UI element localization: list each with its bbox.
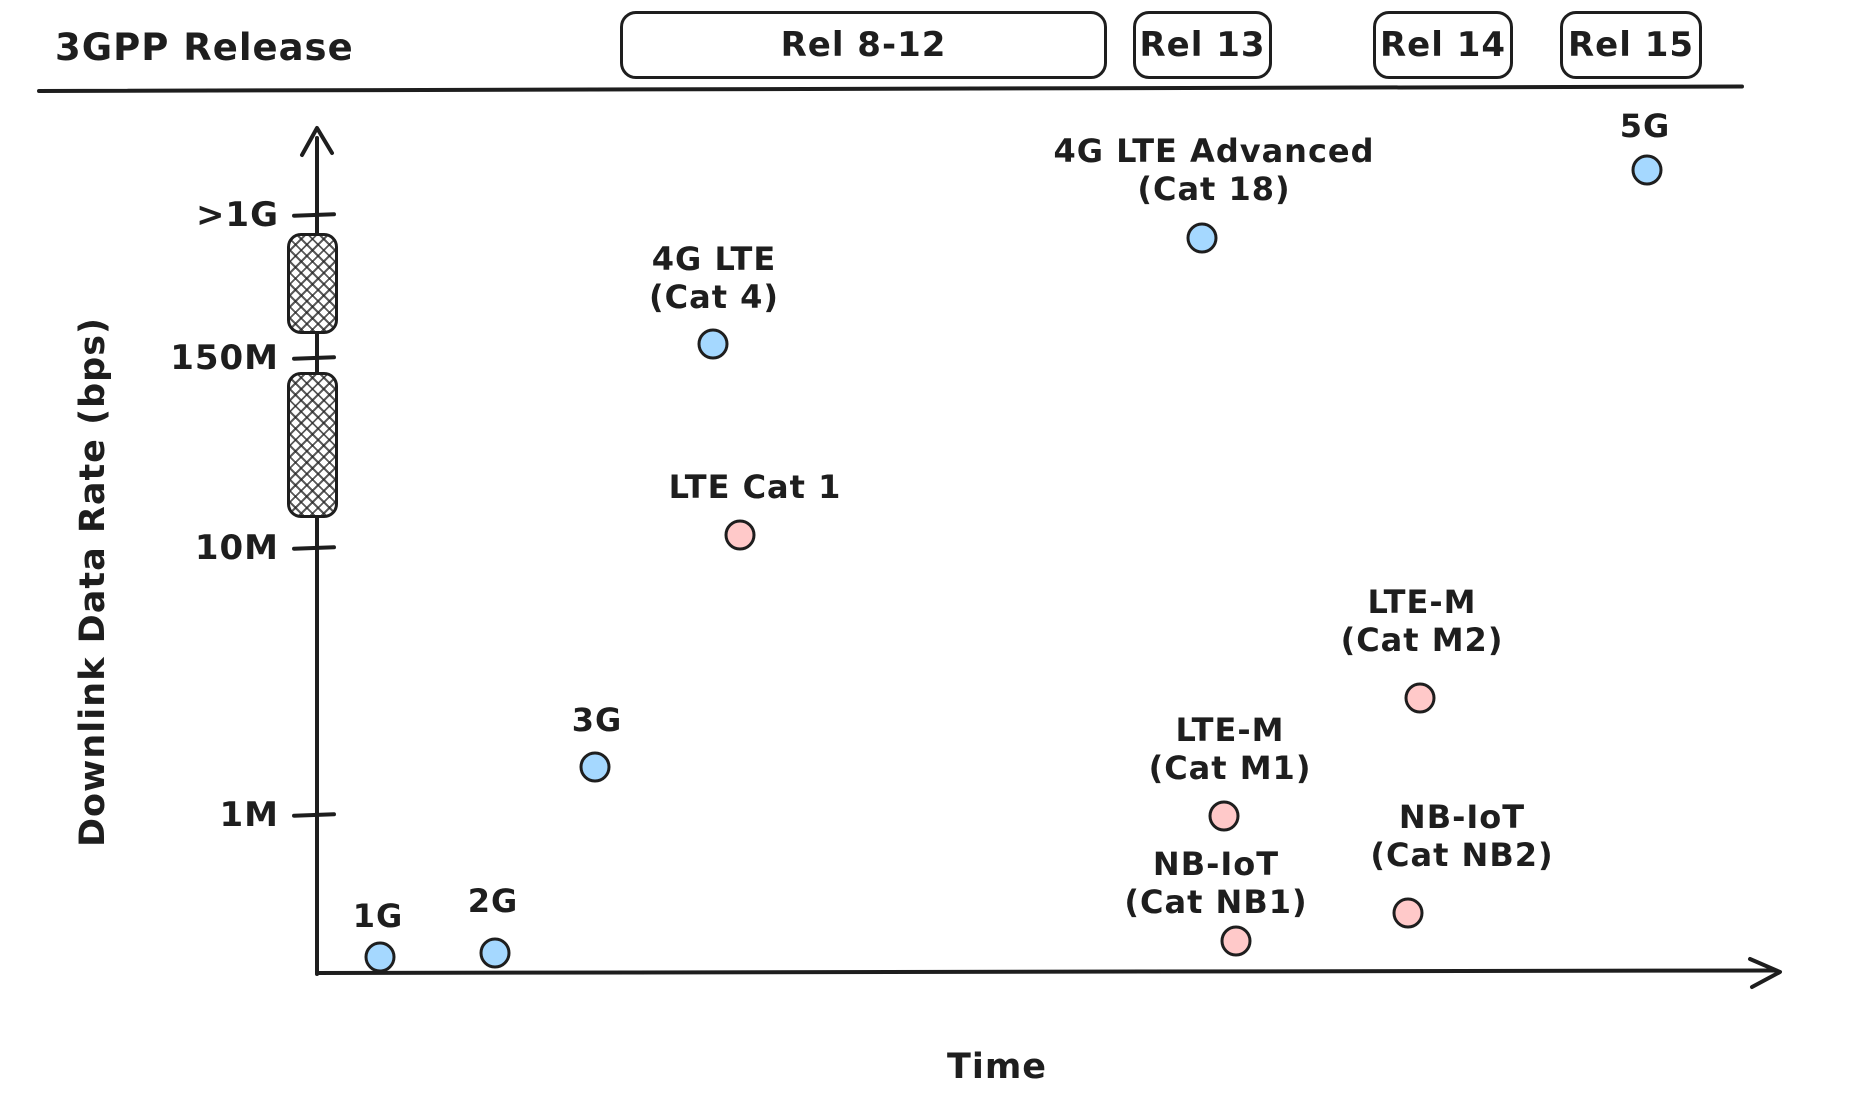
y-axis-arrowhead-icon <box>300 126 334 157</box>
data-point-nb-iot-cat-nb2 <box>1392 897 1424 929</box>
y-tick-1m <box>291 812 337 818</box>
data-point-2g <box>479 937 511 969</box>
y-axis-break-lower <box>287 372 338 518</box>
data-point-label-nb-iot-cat-nb2: NB-IoT(Cat NB2) <box>1370 798 1554 874</box>
y-tick-150m <box>291 355 337 361</box>
y-tick-label-150m: 150M <box>170 338 279 378</box>
x-axis-line <box>314 968 1779 975</box>
y-tick-10m <box>291 545 337 551</box>
data-point-nb-iot-cat-nb1 <box>1220 925 1252 957</box>
x-axis-arrowhead-icon <box>1748 957 1782 989</box>
data-point-lte-cat-1 <box>724 519 756 551</box>
y-tick-1g <box>291 212 337 218</box>
release-badge-rel-8-12: Rel 8-12 <box>620 11 1107 79</box>
y-tick-label-1g: >1G <box>195 195 279 235</box>
data-point-label-3g: 3G <box>571 701 623 739</box>
data-point-lte-m-cat-m1 <box>1208 800 1240 832</box>
data-point-label-nb-iot-cat-nb1: NB-IoT(Cat NB1) <box>1124 845 1308 921</box>
data-point-label-lte-cat-1: LTE Cat 1 <box>668 468 842 506</box>
data-point-4g-lte-advanced-cat-18 <box>1186 222 1218 254</box>
data-point-label-lte-m-cat-m1: LTE-M(Cat M1) <box>1148 711 1312 787</box>
y-axis-line <box>315 136 319 976</box>
data-point-label-4g-lte-advanced-cat-18: 4G LTE Advanced(Cat 18) <box>1053 132 1375 208</box>
release-badge-rel-15: Rel 15 <box>1560 11 1702 79</box>
y-axis-title: Downlink Data Rate (bps) <box>73 316 113 848</box>
data-point-5g <box>1631 154 1663 186</box>
header-divider <box>36 84 1744 93</box>
data-point-lte-m-cat-m2 <box>1404 682 1436 714</box>
release-badge-rel-14: Rel 14 <box>1373 11 1513 79</box>
x-axis-title: Time <box>946 1047 1048 1087</box>
data-point-label-1g: 1G <box>352 897 404 935</box>
page-title: 3GPP Release <box>55 26 354 69</box>
y-tick-label-10m: 10M <box>194 528 279 568</box>
release-badge-rel-13: Rel 13 <box>1133 11 1272 79</box>
data-point-label-lte-m-cat-m2: LTE-M(Cat M2) <box>1340 583 1504 659</box>
data-point-label-5g: 5G <box>1619 107 1671 145</box>
data-point-3g <box>579 751 611 783</box>
data-point-label-2g: 2G <box>467 882 519 920</box>
data-point-label-4g-lte-cat-4: 4G LTE(Cat 4) <box>648 240 780 316</box>
y-tick-label-1m: 1M <box>219 795 279 835</box>
data-point-4g-lte-cat-4 <box>697 328 729 360</box>
y-axis-break-upper <box>287 233 338 334</box>
data-point-1g <box>364 941 396 973</box>
